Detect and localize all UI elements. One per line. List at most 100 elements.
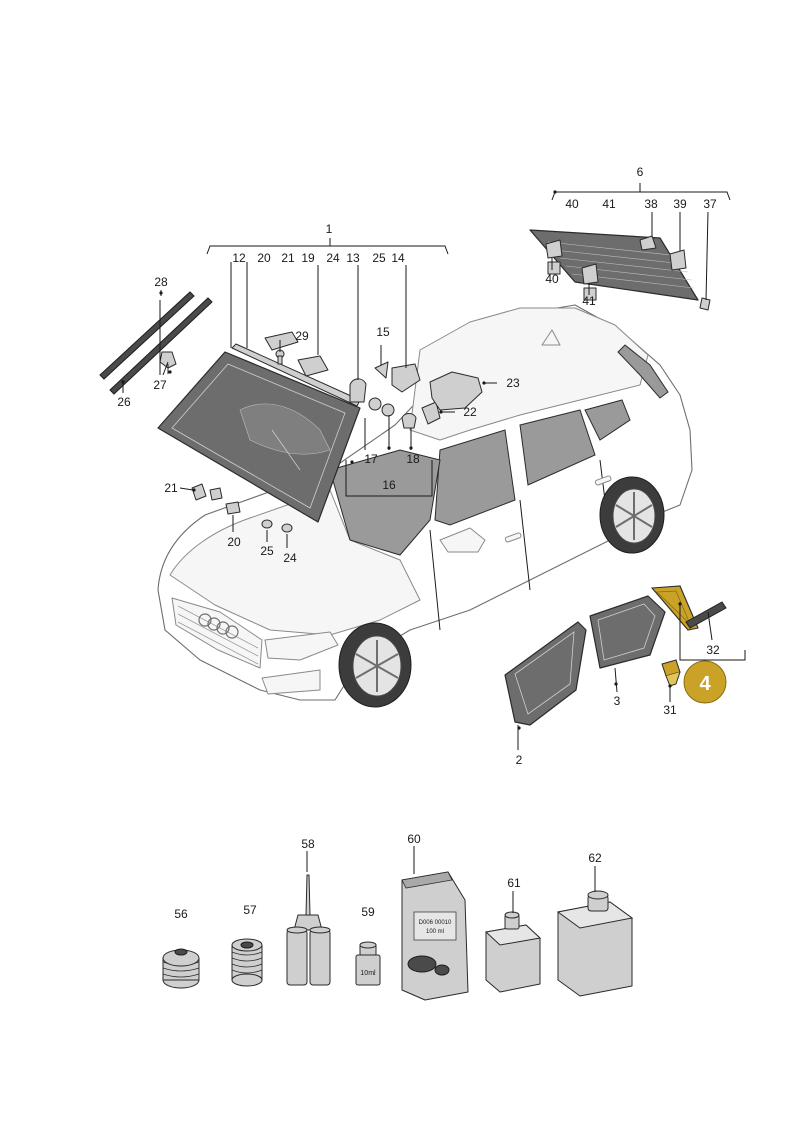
- pad-25: [261, 519, 273, 529]
- callout-13: 13: [346, 251, 360, 265]
- callout-21-top: 21: [281, 251, 295, 265]
- callout-26: 26: [117, 395, 131, 409]
- callout-14: 14: [391, 251, 405, 265]
- bracket-29: [264, 331, 299, 365]
- callout-24-top: 24: [326, 251, 340, 265]
- sensor-17: [368, 397, 382, 411]
- callout-28: 28: [154, 275, 168, 289]
- cap-37: [699, 297, 711, 311]
- callout-31: 31: [663, 703, 677, 717]
- sensor-18: [401, 413, 417, 429]
- bracket-41b: [583, 287, 597, 301]
- bracket-40b: [547, 261, 561, 275]
- side-quarter-view: [584, 399, 631, 441]
- callout-61: 61: [507, 876, 521, 890]
- callout-38: 38: [644, 197, 658, 211]
- bracket-22: [421, 401, 441, 425]
- product-61-bottle-small: [484, 911, 542, 993]
- bag-label-line2: 100 ml: [426, 929, 444, 935]
- sensor-21: [191, 483, 207, 501]
- callout-2: 2: [516, 753, 523, 767]
- badge-circle[interactable]: [683, 660, 727, 704]
- callout-59: 59: [361, 905, 375, 919]
- pillar-strip-28: [109, 297, 213, 395]
- fog-light: [261, 669, 321, 695]
- rings-logo: [198, 613, 239, 639]
- bag-label: [413, 911, 457, 941]
- camera-housing-14: [391, 363, 421, 393]
- hinge-40: [545, 239, 563, 259]
- front-door-glass-2: [504, 621, 587, 726]
- windshield: [157, 351, 361, 523]
- product-60-bag: D006 00010 100 ml: [401, 871, 469, 1001]
- callout-6: 6: [637, 165, 644, 179]
- tube-volume-label: 10ml: [360, 970, 376, 977]
- grille: [171, 597, 263, 669]
- rear-quarter-view: [617, 344, 669, 399]
- callout-32: 32: [706, 643, 720, 657]
- rear-door-glass-3: [589, 595, 666, 669]
- callout-58: 58: [301, 837, 315, 851]
- callout-3: 3: [614, 694, 621, 708]
- callout-27: 27: [153, 378, 167, 392]
- bracket-21b: [209, 487, 223, 501]
- vehicle-body: [157, 304, 693, 708]
- callout-57: 57: [243, 903, 257, 917]
- product-58-cartridge: [286, 874, 331, 986]
- callout-20-top: 20: [257, 251, 271, 265]
- product-59-tube: 10ml: [355, 941, 381, 986]
- callout-29: 29: [295, 329, 309, 343]
- grille-slats: [177, 605, 259, 665]
- callout-15: 15: [376, 325, 390, 339]
- rear-wheel: [599, 476, 665, 554]
- roof-antenna: [541, 329, 561, 346]
- bag-label-line1: D006 00010: [419, 920, 452, 926]
- pillar-strip-26: [99, 291, 195, 380]
- callout-37: 37: [703, 197, 717, 211]
- clip-20: [225, 501, 241, 515]
- rear-door-window-view: [519, 409, 596, 486]
- badge-label[interactable]: 4: [699, 673, 711, 695]
- cover-19: [297, 355, 329, 377]
- callout-17: 17: [364, 452, 378, 466]
- callout-40-top: 40: [565, 197, 579, 211]
- clip-39: [669, 249, 687, 271]
- plug-38: [639, 235, 657, 251]
- leader-lines: [122, 183, 746, 913]
- callout-25-top: 25: [372, 251, 386, 265]
- side-mirror: [439, 527, 486, 553]
- callout-25: 25: [260, 544, 274, 558]
- product-57-coil: [231, 938, 263, 987]
- callout-22: 22: [463, 405, 477, 419]
- callout-1: 1: [326, 222, 333, 236]
- hinge-41: [581, 263, 599, 285]
- callout-21: 21: [164, 481, 178, 495]
- callout-56: 56: [174, 907, 188, 921]
- callout-12: 12: [232, 251, 246, 265]
- callout-labels: 1 12 20 21 19 24 13 25 14 28 27 26 29 15…: [117, 165, 720, 921]
- quarter-glass-4: [650, 585, 699, 631]
- callout-20: 20: [227, 535, 241, 549]
- callout-41: 41: [582, 294, 596, 308]
- callout-18: 18: [406, 452, 420, 466]
- front-wheel: [338, 622, 412, 708]
- headlight: [264, 631, 339, 661]
- highlight-badge-4[interactable]: 4: [683, 660, 727, 704]
- callout-40: 40: [545, 272, 559, 286]
- callout-62: 62: [588, 851, 602, 865]
- callout-41-top: 41: [602, 197, 616, 211]
- callout-39: 39: [673, 197, 687, 211]
- callout-24: 24: [283, 551, 297, 565]
- bracket-13: [349, 378, 367, 403]
- sensor-cover-16: [381, 403, 395, 417]
- leader-dots: [121, 190, 682, 730]
- pad-24: [281, 523, 293, 533]
- callout-16: 16: [382, 478, 396, 492]
- callout-23: 23: [506, 376, 520, 390]
- callout-60: 60: [407, 832, 421, 846]
- front-door-window-view: [434, 429, 516, 526]
- cover-23: [429, 371, 483, 411]
- product-56-roll: [162, 948, 200, 989]
- product-62-bottle-large: [556, 890, 634, 997]
